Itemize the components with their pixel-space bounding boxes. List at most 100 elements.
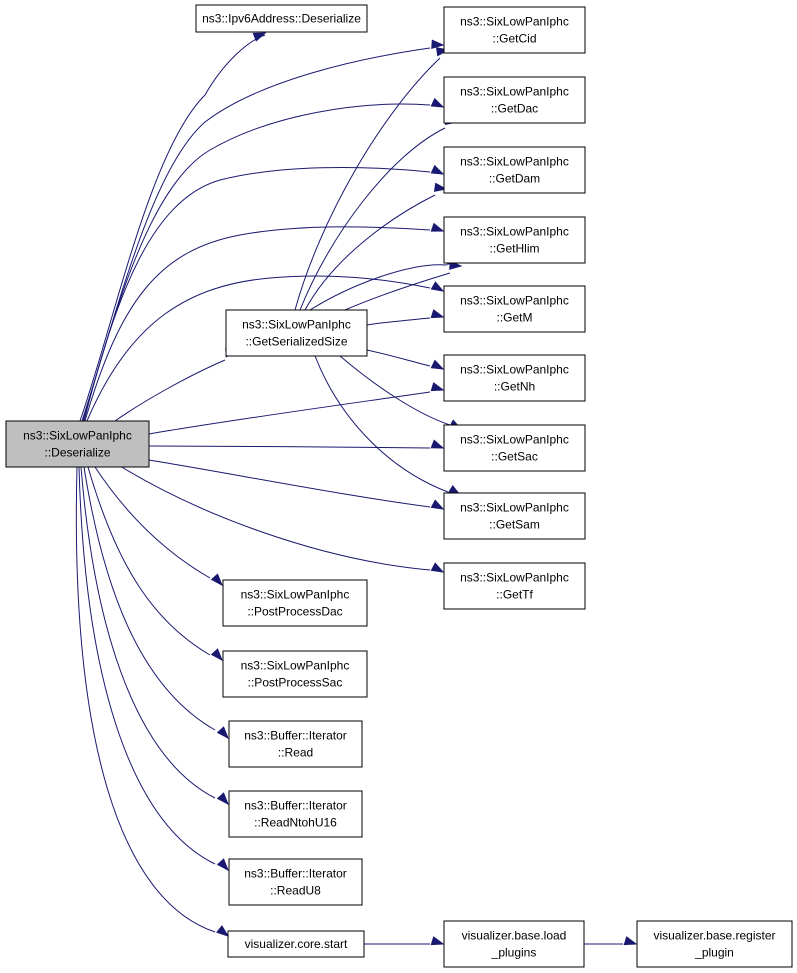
node-label-line: _plugins xyxy=(491,946,537,960)
node-ppdac[interactable]: ns3::SixLowPanIphc::PostProcessDac xyxy=(222,579,368,627)
node-label-line: ns3::SixLowPanIphc xyxy=(241,588,350,602)
edge-root-to-vstart-arrowhead xyxy=(216,925,230,937)
node-label-line: ::GetNh xyxy=(494,380,535,394)
node-box xyxy=(225,309,368,357)
edge-root-to-getdac-arrowhead xyxy=(430,97,445,108)
node-getsam[interactable]: ns3::SixLowPanIphc::GetSam xyxy=(443,492,586,540)
node-ipv6[interactable]: ns3::Ipv6Address::Deserialize xyxy=(195,4,368,33)
edge-root-to-getdam xyxy=(83,166,431,422)
edge-root-to-gettf xyxy=(119,465,431,571)
node-ppsac[interactable]: ns3::SixLowPanIphc::PostProcessSac xyxy=(222,650,368,698)
node-label-line: ::Read xyxy=(278,746,313,760)
node-label-line: visualizer.base.load xyxy=(462,929,567,943)
node-getsac[interactable]: ns3::SixLowPanIphc::GetSac xyxy=(443,424,586,472)
node-box xyxy=(228,720,363,768)
node-loadplugins[interactable]: visualizer.base.load _plugins xyxy=(443,920,585,968)
node-label-line: ns3::Buffer::Iterator xyxy=(244,867,347,881)
edge-root-to-read xyxy=(83,466,216,731)
node-label-line: ns3::SixLowPanIphc xyxy=(460,363,569,377)
edge-root-to-ipv6 xyxy=(79,34,266,422)
node-box xyxy=(443,76,586,124)
node-gethlim[interactable]: ns3::SixLowPanIphc::GetHlim xyxy=(443,216,586,264)
node-label-line: ns3::SixLowPanIphc xyxy=(460,225,569,239)
node-readu8[interactable]: ns3::Buffer::Iterator::ReadU8 xyxy=(228,858,363,906)
node-getdac[interactable]: ns3::SixLowPanIphc::GetDac xyxy=(443,76,586,124)
edge-gss-to-getsam xyxy=(339,355,451,426)
node-box xyxy=(443,216,586,264)
edge-root-to-gethlim xyxy=(84,226,431,422)
edge-root-to-ppdac-arrowhead xyxy=(210,573,223,587)
node-label-line: ns3::SixLowPanIphc xyxy=(242,318,351,332)
node-label-line: ::PostProcessDac xyxy=(247,605,342,619)
edge-gss-to-getsac-arrowhead xyxy=(430,359,445,370)
edge-gss-to-getnh-arrowhead xyxy=(430,309,445,319)
nodes-layer: ns3::SixLowPanIphc::Deserialize ns3::Ipv6… xyxy=(5,4,793,968)
node-label-line: ns3::SixLowPanIphc xyxy=(460,155,569,169)
edge-root-to-readntoh xyxy=(80,466,216,799)
edge-root-to-getm xyxy=(86,275,431,422)
edge-root-to-ppsac-arrowhead xyxy=(210,648,223,662)
node-getcid[interactable]: ns3::SixLowPanIphc::GetCid xyxy=(443,6,586,54)
node-gettf[interactable]: ns3::SixLowPanIphc::GetTf xyxy=(443,562,586,610)
edge-root-to-getdam-arrowhead xyxy=(430,164,445,175)
edge-root-to-vstart xyxy=(75,466,216,933)
edge-root-to-ppdac xyxy=(94,466,211,579)
node-label-line: _plugin xyxy=(694,946,734,960)
edge-vstart-to-loadplugins-arrowhead xyxy=(430,936,445,946)
node-label-line: ::GetHlim xyxy=(489,242,539,256)
node-box xyxy=(222,650,368,698)
edge-root-to-getsam xyxy=(148,459,431,508)
edge-gss-to-getnh xyxy=(366,317,431,326)
node-getm[interactable]: ns3::SixLowPanIphc::GetM xyxy=(443,285,586,333)
node-getdam[interactable]: ns3::SixLowPanIphc::GetDam xyxy=(443,146,586,194)
edge-gss-to-getdam xyxy=(304,194,436,311)
node-box xyxy=(443,562,586,610)
edge-root-to-getdac xyxy=(82,103,431,422)
node-root[interactable]: ns3::SixLowPanIphc::Deserialize xyxy=(5,420,150,468)
node-box xyxy=(443,424,586,472)
node-label-line: ns3::SixLowPanIphc xyxy=(460,294,569,308)
node-label-line: ns3::SixLowPanIphc xyxy=(460,85,569,99)
edge-root-to-getcid xyxy=(81,47,431,422)
node-label-line: visualizer.base.register xyxy=(653,929,775,943)
node-regplugin[interactable]: visualizer.base.register _plugin xyxy=(636,920,793,968)
edge-gss-to-getdam-arrowhead xyxy=(433,182,448,192)
node-vstart[interactable]: visualizer.core.start xyxy=(227,930,365,958)
edge-root-to-getm-arrowhead xyxy=(430,281,445,292)
node-box xyxy=(5,420,150,468)
node-label-line: ::GetSerializedSize xyxy=(245,335,347,349)
node-read[interactable]: ns3::Buffer::Iterator::Read xyxy=(228,720,363,768)
node-box xyxy=(443,492,586,540)
node-label-line: ::GetSam xyxy=(489,518,540,532)
node-label-line: ::GetM xyxy=(496,311,532,325)
node-gss[interactable]: ns3::SixLowPanIphc::GetSerializedSize xyxy=(225,309,368,357)
node-label-line: ::GetCid xyxy=(492,32,536,46)
node-label-line: ns3::SixLowPanIphc xyxy=(460,15,569,29)
edge-root-to-ppsac xyxy=(87,466,211,656)
edge-root-to-getnh xyxy=(148,391,431,435)
node-box xyxy=(443,146,586,194)
edge-root-to-readu8-arrowhead xyxy=(216,858,229,872)
node-label-line: visualizer.core.start xyxy=(245,937,348,951)
node-box xyxy=(636,920,793,968)
node-label-line: ::ReadU8 xyxy=(270,884,321,898)
node-box xyxy=(228,790,363,838)
node-getnh[interactable]: ns3::SixLowPanIphc::GetNh xyxy=(443,354,586,402)
edge-root-to-getsac-arrowhead xyxy=(430,439,445,449)
edge-root-to-readntoh-arrowhead xyxy=(216,792,229,806)
edge-root-to-gettf-arrowhead xyxy=(430,562,445,573)
edge-loadplugins-to-regplugin-arrowhead xyxy=(623,936,638,946)
edge-gss-to-gettf xyxy=(314,355,449,493)
node-label-line: ns3::SixLowPanIphc xyxy=(241,659,350,673)
node-readntoh[interactable]: ns3::Buffer::Iterator::ReadNtohU16 xyxy=(228,790,363,838)
node-box xyxy=(227,930,365,958)
edge-root-to-gethlim-arrowhead xyxy=(430,222,445,232)
node-label-line: ns3::SixLowPanIphc xyxy=(460,501,569,515)
node-box xyxy=(443,285,586,333)
edge-root-to-getsam-arrowhead xyxy=(430,499,445,510)
node-label-line: ns3::SixLowPanIphc xyxy=(460,571,569,585)
node-label-line: ::GetDam xyxy=(489,172,540,186)
node-label-line: ns3::Ipv6Address::Deserialize xyxy=(202,12,361,26)
edge-root-to-getsac xyxy=(148,445,431,449)
edge-gss-to-getcid xyxy=(294,57,441,311)
